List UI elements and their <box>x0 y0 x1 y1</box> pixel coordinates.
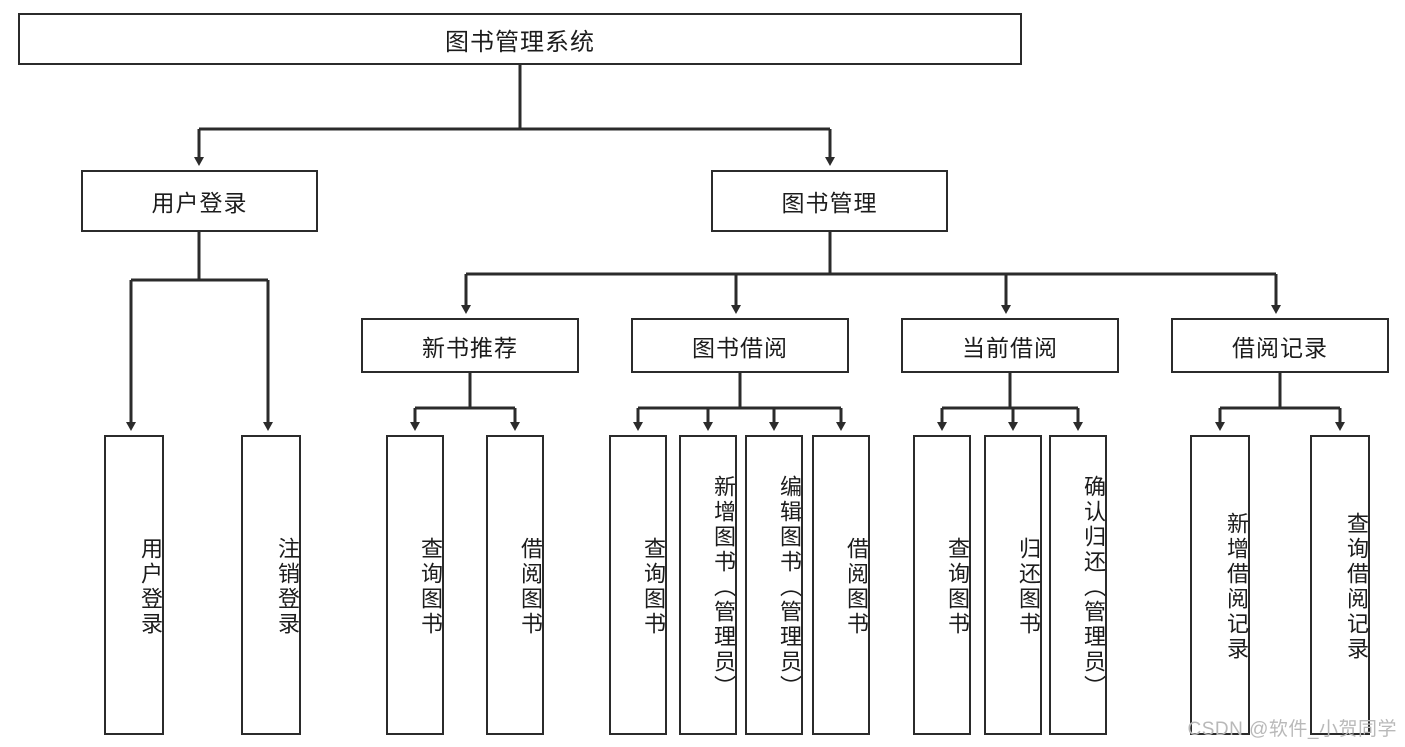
node-leaf-label: 编辑图书（管理员） <box>777 474 802 700</box>
node-leaf-add-borrow-record[interactable]: 新增借阅记录 <box>1190 435 1250 735</box>
node-book-borrow[interactable]: 图书借阅 <box>631 318 849 373</box>
node-leaf-label: 归还图书 <box>1016 537 1041 637</box>
node-leaf-confirm-return-admin[interactable]: 确认归还（管理员） <box>1049 435 1107 735</box>
node-leaf-label: 查询图书 <box>945 537 970 637</box>
node-borrow-records-label: 借阅记录 <box>1232 334 1328 361</box>
node-book-management-label: 图书管理 <box>781 190 878 216</box>
node-leaf-label: 查询图书 <box>418 537 443 637</box>
node-leaf-query-book-new[interactable]: 查询图书 <box>386 435 444 735</box>
node-leaf-add-book-admin[interactable]: 新增图书（管理员） <box>679 435 737 735</box>
node-root-system[interactable]: 图书管理系统 <box>18 13 1022 65</box>
node-book-management[interactable]: 图书管理 <box>711 170 948 232</box>
node-leaf-label: 新增图书（管理员） <box>711 474 736 700</box>
node-leaf-return-book[interactable]: 归还图书 <box>984 435 1042 735</box>
node-leaf-label: 注销登录 <box>275 537 300 637</box>
node-leaf-user-login[interactable]: 用户登录 <box>104 435 164 735</box>
node-leaf-query-book-borrow[interactable]: 查询图书 <box>609 435 667 735</box>
node-book-borrow-label: 图书借阅 <box>692 334 788 361</box>
node-leaf-label: 借阅图书 <box>518 537 543 637</box>
node-leaf-logout[interactable]: 注销登录 <box>241 435 301 735</box>
node-user-login[interactable]: 用户登录 <box>81 170 318 232</box>
node-leaf-label: 查询借阅记录 <box>1344 512 1369 662</box>
node-leaf-edit-book-admin[interactable]: 编辑图书（管理员） <box>745 435 803 735</box>
node-leaf-borrow-book[interactable]: 借阅图书 <box>812 435 870 735</box>
node-leaf-label: 确认归还（管理员） <box>1081 474 1106 700</box>
node-leaf-label: 新增借阅记录 <box>1224 512 1249 662</box>
node-new-book-recommend-label: 新书推荐 <box>422 334 518 361</box>
watermark-text: CSDN @软件_小贺同学 <box>1187 719 1397 740</box>
node-current-borrow-label: 当前借阅 <box>962 334 1058 361</box>
node-leaf-label: 用户登录 <box>138 537 163 637</box>
node-new-book-recommend[interactable]: 新书推荐 <box>361 318 579 373</box>
node-user-login-label: 用户登录 <box>151 190 248 216</box>
node-leaf-label: 借阅图书 <box>844 537 869 637</box>
node-leaf-query-borrow-record[interactable]: 查询借阅记录 <box>1310 435 1370 735</box>
node-leaf-borrow-book-new[interactable]: 借阅图书 <box>486 435 544 735</box>
node-current-borrow[interactable]: 当前借阅 <box>901 318 1119 373</box>
node-leaf-label: 查询图书 <box>641 537 666 637</box>
node-root-label: 图书管理系统 <box>445 28 595 56</box>
node-borrow-records[interactable]: 借阅记录 <box>1171 318 1389 373</box>
node-leaf-query-book-current[interactable]: 查询图书 <box>913 435 971 735</box>
